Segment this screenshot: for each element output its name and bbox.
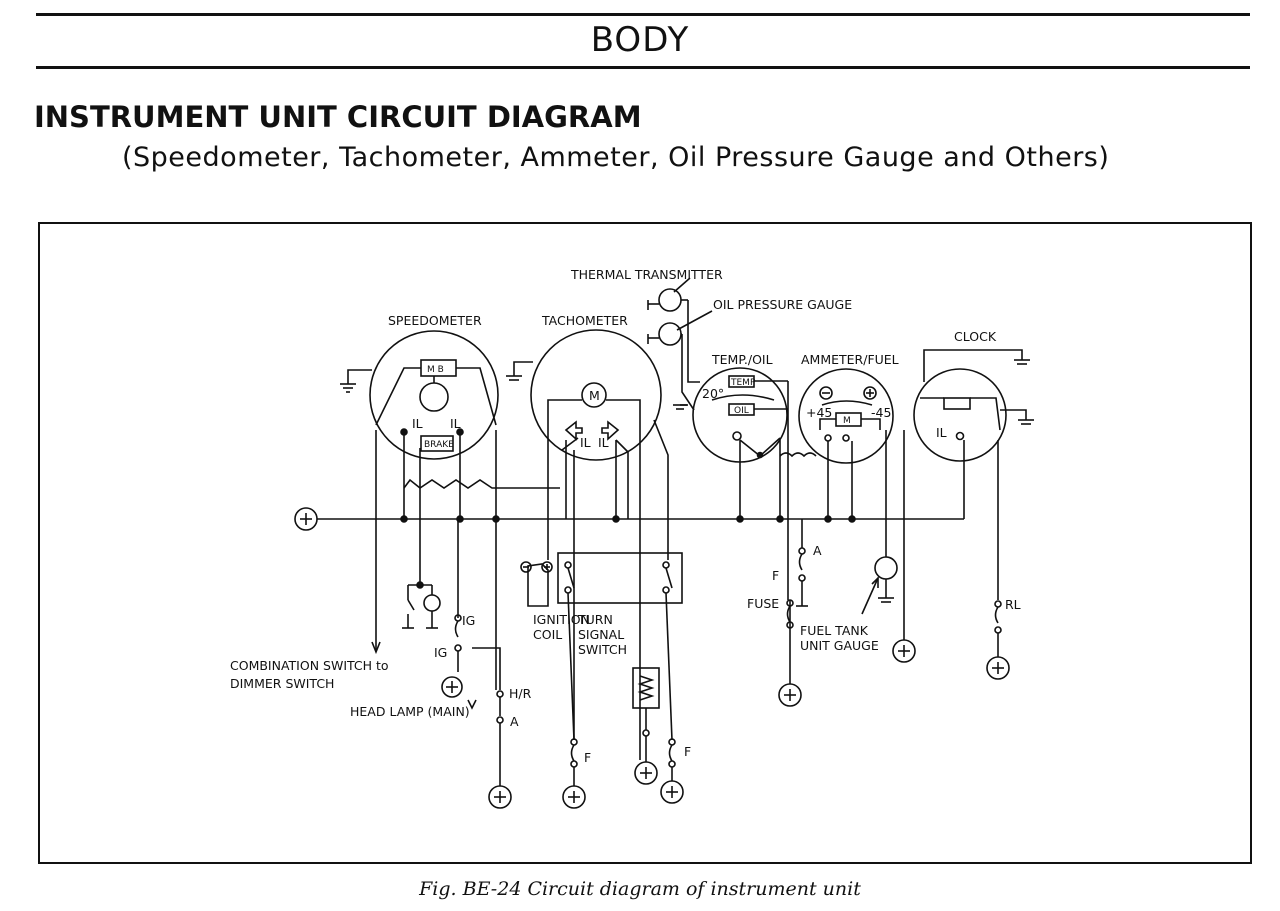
- label-f-fuel: F: [772, 568, 779, 583]
- label-meter-m: M: [843, 416, 851, 426]
- label-il-speedo-right: IL: [450, 416, 461, 431]
- label-speedometer: SPEEDOMETER: [388, 313, 482, 328]
- label-combination-switch-2: DIMMER SWITCH: [230, 676, 334, 691]
- label-il-tacho-right: IL: [598, 435, 609, 450]
- diagram-subtitle: (Speedometer, Tachometer, Ammeter, Oil P…: [122, 142, 1110, 173]
- clock-gauge: [913, 349, 1034, 462]
- label-20-deg: 20°: [702, 386, 724, 401]
- thermal-transmitter: [647, 277, 691, 312]
- label-motor: M: [589, 388, 600, 403]
- label-ignition-coil-2: COIL: [533, 627, 562, 642]
- label-thermal-transmitter: THERMAL TRANSMITTER: [570, 267, 723, 282]
- top-rule: [36, 13, 1250, 16]
- label-rl: RL: [1005, 597, 1021, 612]
- diagram-frame: [38, 222, 1252, 864]
- label-turn-signal-1: TURN: [577, 612, 613, 627]
- speedometer-wiring: [371, 430, 560, 809]
- label-fuel-tank-1: FUEL TANK: [800, 623, 869, 638]
- temp-oil-gauge: [673, 367, 788, 463]
- speedometer-gauge: [340, 330, 499, 460]
- tachometer-gauge: [506, 329, 662, 465]
- label-minus45: -45: [871, 405, 891, 420]
- ammeter-fuel-gauge: [798, 368, 894, 464]
- label-plus45: +45: [806, 405, 832, 420]
- label-il-speedo-left: IL: [412, 416, 423, 431]
- label-f-left: F: [584, 750, 591, 765]
- positive-bus: [294, 507, 964, 531]
- label-f-right: F: [684, 744, 691, 759]
- label-ig-lower: IG: [434, 645, 447, 660]
- section-title: BODY: [590, 20, 690, 60]
- wire-thermal: [687, 300, 700, 383]
- label-ignition-coil-1: IGNITION: [533, 612, 590, 627]
- label-a-headlamp: A: [510, 714, 519, 729]
- tachometer-wiring: [520, 419, 684, 809]
- label-head-lamp: HEAD LAMP (MAIN): [350, 704, 470, 719]
- label-clock: CLOCK: [954, 329, 997, 344]
- label-combination-switch-1: COMBINATION SWITCH to: [230, 658, 389, 673]
- label-ig-upper: IG: [462, 613, 475, 628]
- label-il-tacho-left: IL: [580, 435, 591, 450]
- label-hr: H/R: [509, 686, 532, 701]
- label-mb: M B: [427, 365, 444, 375]
- header-rule: [36, 66, 1250, 69]
- label-brake: BRAKE: [424, 440, 454, 450]
- label-tachometer: TACHOMETER: [541, 313, 628, 328]
- label-fuel-tank-2: UNIT GAUGE: [800, 638, 879, 653]
- label-temp-oil: TEMP./OIL: [711, 352, 773, 367]
- label-turn-signal-2: SIGNAL: [578, 627, 624, 642]
- label-il-clock: IL: [936, 425, 947, 440]
- label-turn-signal-3: SWITCH: [578, 642, 627, 657]
- diagram-title: INSTRUMENT UNIT CIRCUIT DIAGRAM: [34, 100, 642, 134]
- label-oil: OIL: [734, 406, 749, 416]
- label-oil-pressure-gauge: OIL PRESSURE GAUGE: [713, 297, 852, 312]
- label-temp: TEMP: [730, 378, 756, 388]
- label-fuse: FUSE: [747, 596, 779, 611]
- clock-wiring: [963, 440, 1010, 680]
- wire-oil: [681, 334, 695, 411]
- oil-pressure-sender: [647, 310, 713, 346]
- figure-caption: Fig. BE-24 Circuit diagram of instrument…: [419, 878, 861, 900]
- gauge-wiring: [736, 381, 916, 707]
- label-a-fuel: A: [813, 543, 822, 558]
- label-ammeter-fuel: AMMETER/FUEL: [801, 352, 899, 367]
